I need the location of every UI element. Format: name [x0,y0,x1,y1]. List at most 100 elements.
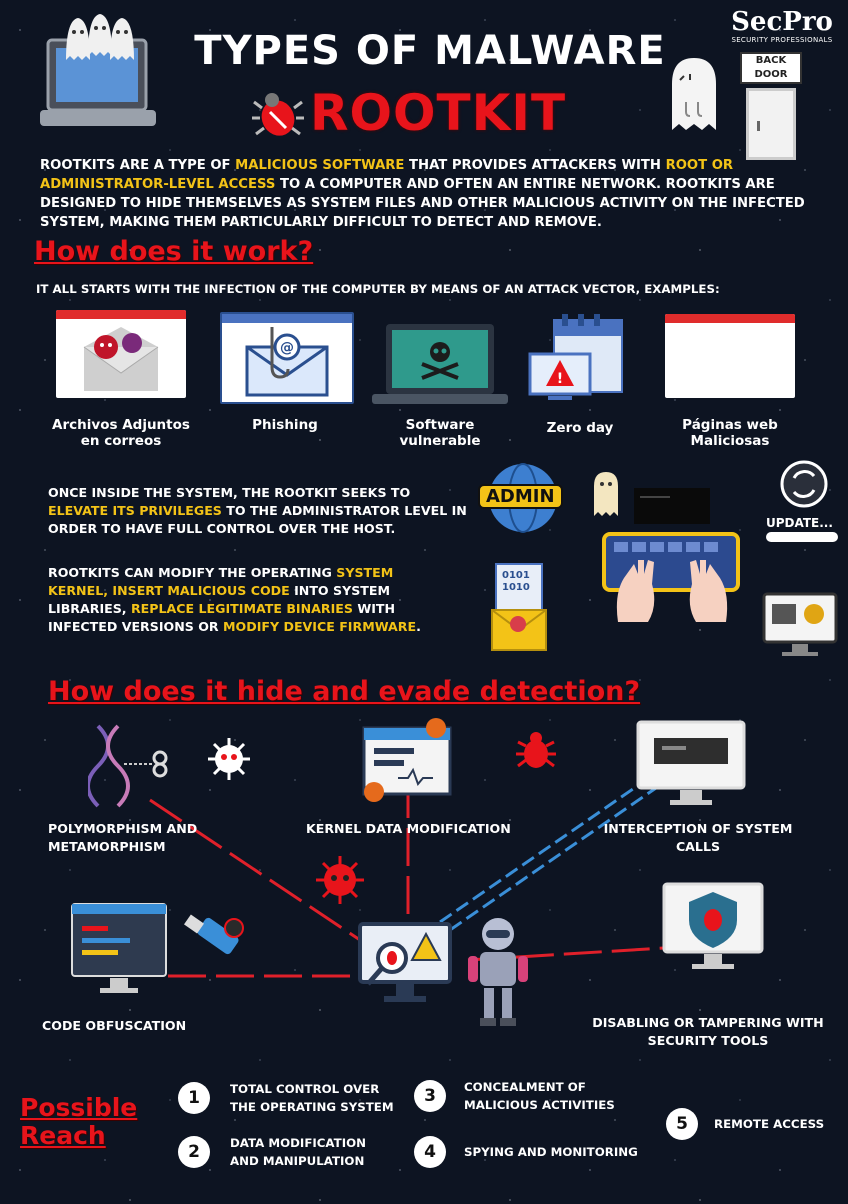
virus-icon [314,854,366,906]
reach-item-line: REMOTE ACCESS [714,1117,825,1131]
technique-label-line: SECURITY TOOLS [647,1033,769,1048]
page-subtitle: ROOTKIT [310,84,567,142]
reach-item-2: 2 DATA MODIFICATION AND MANIPULATION [178,1134,366,1170]
intro-paragraph: ROOTKITS ARE A TYPE OF MALICIOUS SOFTWAR… [40,156,810,232]
vector-label-zero-day: Zero day [500,420,660,436]
paragraph-highlight: MODIFY DEVICE FIRMWARE [223,619,417,634]
paragraph-text: . [416,619,421,634]
paragraph-highlight: ELEVATE ITS PRIVILEGES [48,503,222,518]
code-monitor-icon [70,902,168,998]
vector-label-line: Software [405,417,475,433]
reach-heading: Possible Reach [20,1094,137,1150]
reach-heading-line: Reach [20,1121,106,1150]
vector-label-line: Páginas web [682,417,778,433]
reach-item-line: TOTAL CONTROL OVER [230,1082,380,1096]
technique-label-line: DISABLING OR TAMPERING WITH [592,1015,824,1030]
technique-polymorphism: POLYMORPHISM AND METAMORPHISM [48,820,197,856]
intro-text: TO A COMPUTER AND OFTEN AN ENTIRE NETWOR… [40,177,805,230]
kernel-window-icon [358,714,458,806]
vector-label-web-pages: Páginas web Maliciosas [650,417,810,449]
vector-label-line: Maliciosas [690,433,770,449]
technique-label-line: CALLS [675,839,721,854]
intro-text: THAT PROVIDES ATTACKERS WITH [404,158,666,173]
intro-highlight: MALICIOUS SOFTWARE [235,158,405,173]
reach-item-3: 3 CONCEALMENT OF MALICIOUS ACTIVITIES [414,1078,615,1114]
ghost-icon [668,56,720,132]
logo-tagline: SECURITY PROFESSIONALS [731,36,833,44]
vector-label-line: Zero day [546,420,614,436]
technique-label-line: KERNEL DATA MODIFICATION [306,821,511,836]
vector-label-line: Phishing [252,417,318,433]
back-door-illustration: BACK DOOR [740,52,802,160]
reach-item-line: DATA MODIFICATION [230,1136,366,1150]
settings-monitor-icon [762,592,838,658]
paragraph-text: TO THE ADMINISTRATOR LEVEL IN ORDER TO H… [48,503,467,536]
terminal-window [634,488,710,524]
privilege-escalation-paragraph: ONCE INSIDE THE SYSTEM, THE ROOTKIT SEEK… [48,484,468,538]
laptop-ghosts-illustration [38,10,158,135]
vector-label-line: vulnerable [399,433,481,449]
vector-label-line: en correos [80,433,162,449]
paragraph-text: ROOTKITS CAN MODIFY THE OPERATING [48,565,337,580]
technique-kernel-data: KERNEL DATA MODIFICATION [306,820,511,838]
vector-label-attachments: Archivos Adjuntos en correos [40,417,202,449]
dna-scissors-icon [86,722,172,810]
reach-number: 2 [178,1136,210,1168]
paragraph-highlight: REPLACE LEGITIMATE BINARIES [130,601,353,616]
reach-number: 3 [414,1080,446,1112]
ghost-icon [592,470,620,518]
infected-computer-icon [356,920,454,1010]
technique-system-calls: INTERCEPTION OF SYSTEM CALLS [598,820,798,856]
reach-number: 5 [666,1108,698,1140]
reach-item-4: 4 SPYING AND MONITORING [414,1136,638,1168]
bug-icon [252,88,304,140]
rootkit-modification-paragraph: ROOTKITS CAN MODIFY THE OPERATING SYSTEM… [48,564,448,636]
binary-text: 0101 1010 [502,570,530,593]
phishing-card: @ [220,312,354,404]
update-label: UPDATE... [766,516,833,530]
reach-item-line: AND MANIPULATION [230,1154,365,1168]
back-door-sign: BACK DOOR [740,52,802,84]
vulnerable-software-laptop [372,322,508,410]
technique-disabling-tools: DISABLING OR TAMPERING WITH SECURITY TOO… [590,1014,826,1050]
reach-item-5: 5 REMOTE ACCESS [666,1108,824,1140]
technique-label-line: METAMORPHISM [48,839,166,854]
vector-label-phishing: Phishing [205,417,365,433]
robot-hacker-icon [466,916,530,1028]
paragraph-text: ONCE INSIDE THE SYSTEM, THE ROOTKIT SEEK… [48,485,411,500]
reach-item-1: 1 TOTAL CONTROL OVER THE OPERATING SYSTEM [178,1080,394,1116]
reach-number: 1 [178,1082,210,1114]
keyboard-hands-illustration [602,532,742,624]
vector-label-software: Software vulnerable [360,417,520,449]
section-heading-how-it-works: How does it work? [34,236,314,267]
section-heading-evasion: How does it hide and evade detection? [48,676,641,707]
svg-text:!: ! [557,371,563,387]
paragraph-text: INTO SYSTEM LIBRARIES, [48,583,390,616]
secpro-logo: SecPro SECURITY PROFESSIONALS [726,8,838,44]
reach-item-line: SPYING AND MONITORING [464,1145,638,1159]
usb-drive-icon [184,908,244,968]
zero-day-illustration: ! [528,312,628,412]
binary-email-icon: 0101 1010 [488,562,550,654]
technique-label-line: POLYMORPHISM AND [48,821,198,836]
virus-icon [206,736,252,782]
admin-globe-icon: ADMIN [478,462,566,534]
vector-label-line: Archivos Adjuntos [52,417,190,433]
bug-icon [512,726,560,774]
technique-label-line: INTERCEPTION OF SYSTEM [603,821,793,836]
paragraph-text: WITH INFECTED VERSIONS OR [48,601,396,634]
technique-code-obfuscation: CODE OBFUSCATION [42,1017,186,1035]
admin-badge: ADMIN [478,484,563,509]
reach-number: 4 [414,1136,446,1168]
svg-text:@: @ [280,340,294,356]
reach-item-line: MALICIOUS ACTIVITIES [464,1098,615,1112]
email-attachment-card [56,310,186,398]
reach-item-line: THE OPERATING SYSTEM [230,1100,394,1114]
update-icon: UPDATE... [766,460,842,544]
paragraph-highlight: SYSTEM KERNEL, INSERT MALICIOUS CODE [48,565,394,598]
reach-heading-line: Possible [20,1093,138,1122]
reach-item-line: CONCEALMENT OF [464,1080,586,1094]
security-shield-monitor-icon [662,882,764,978]
attack-vector-lead: IT ALL STARTS WITH THE INFECTION OF THE … [36,282,720,296]
technique-label-line: CODE OBFUSCATION [42,1018,187,1033]
